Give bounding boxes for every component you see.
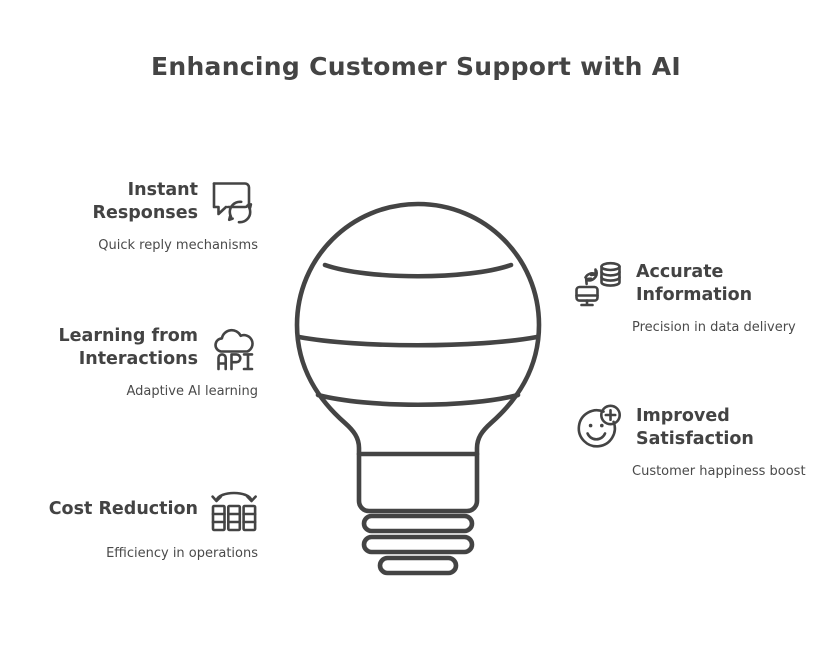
feature-heading-row: Learning from Interactions [20, 322, 260, 374]
feature-title: Learning from Interactions [58, 325, 199, 369]
feature-description: Precision in data delivery [632, 320, 796, 335]
feature-title: Improved Satisfaction [636, 405, 754, 449]
feature-heading-row: Cost Reduction [20, 484, 260, 536]
feature-heading-row: Accurate Information [572, 258, 822, 310]
page-title: Enhancing Customer Support with AI [150, 52, 682, 81]
feature-learning-from-interactions: Learning from Interactions Adaptive AI l… [20, 322, 260, 401]
smiley-plus-icon [577, 404, 621, 448]
cloud-api-icon [214, 328, 254, 371]
feature-heading-row: Instant Responses [20, 176, 260, 228]
feature-description: Adaptive AI learning [126, 384, 258, 399]
feature-improved-satisfaction: Improved Satisfaction Customer happiness… [572, 402, 822, 481]
feature-description: Quick reply mechanisms [98, 238, 258, 253]
feature-description: Customer happiness boost [632, 464, 806, 479]
feature-accurate-information: Accurate Information Precision in data d… [572, 258, 822, 337]
feature-title: Cost Reduction [48, 499, 198, 520]
speech-bubble-refresh-icon [212, 182, 253, 224]
feature-cost-reduction: Cost Reduction Efficiency in operations [20, 484, 260, 563]
lightbulb-illustration [294, 201, 542, 576]
feature-heading-row: Improved Satisfaction [572, 402, 822, 454]
feature-title: Accurate Information [636, 261, 753, 305]
feature-description: Efficiency in operations [106, 546, 258, 561]
server-transfer-icon [211, 491, 257, 532]
feature-title: Instant Responses [92, 179, 198, 223]
feature-instant-responses: Instant Responses Quick reply mechanisms [20, 176, 260, 255]
database-monitor-sync-icon [575, 261, 621, 307]
